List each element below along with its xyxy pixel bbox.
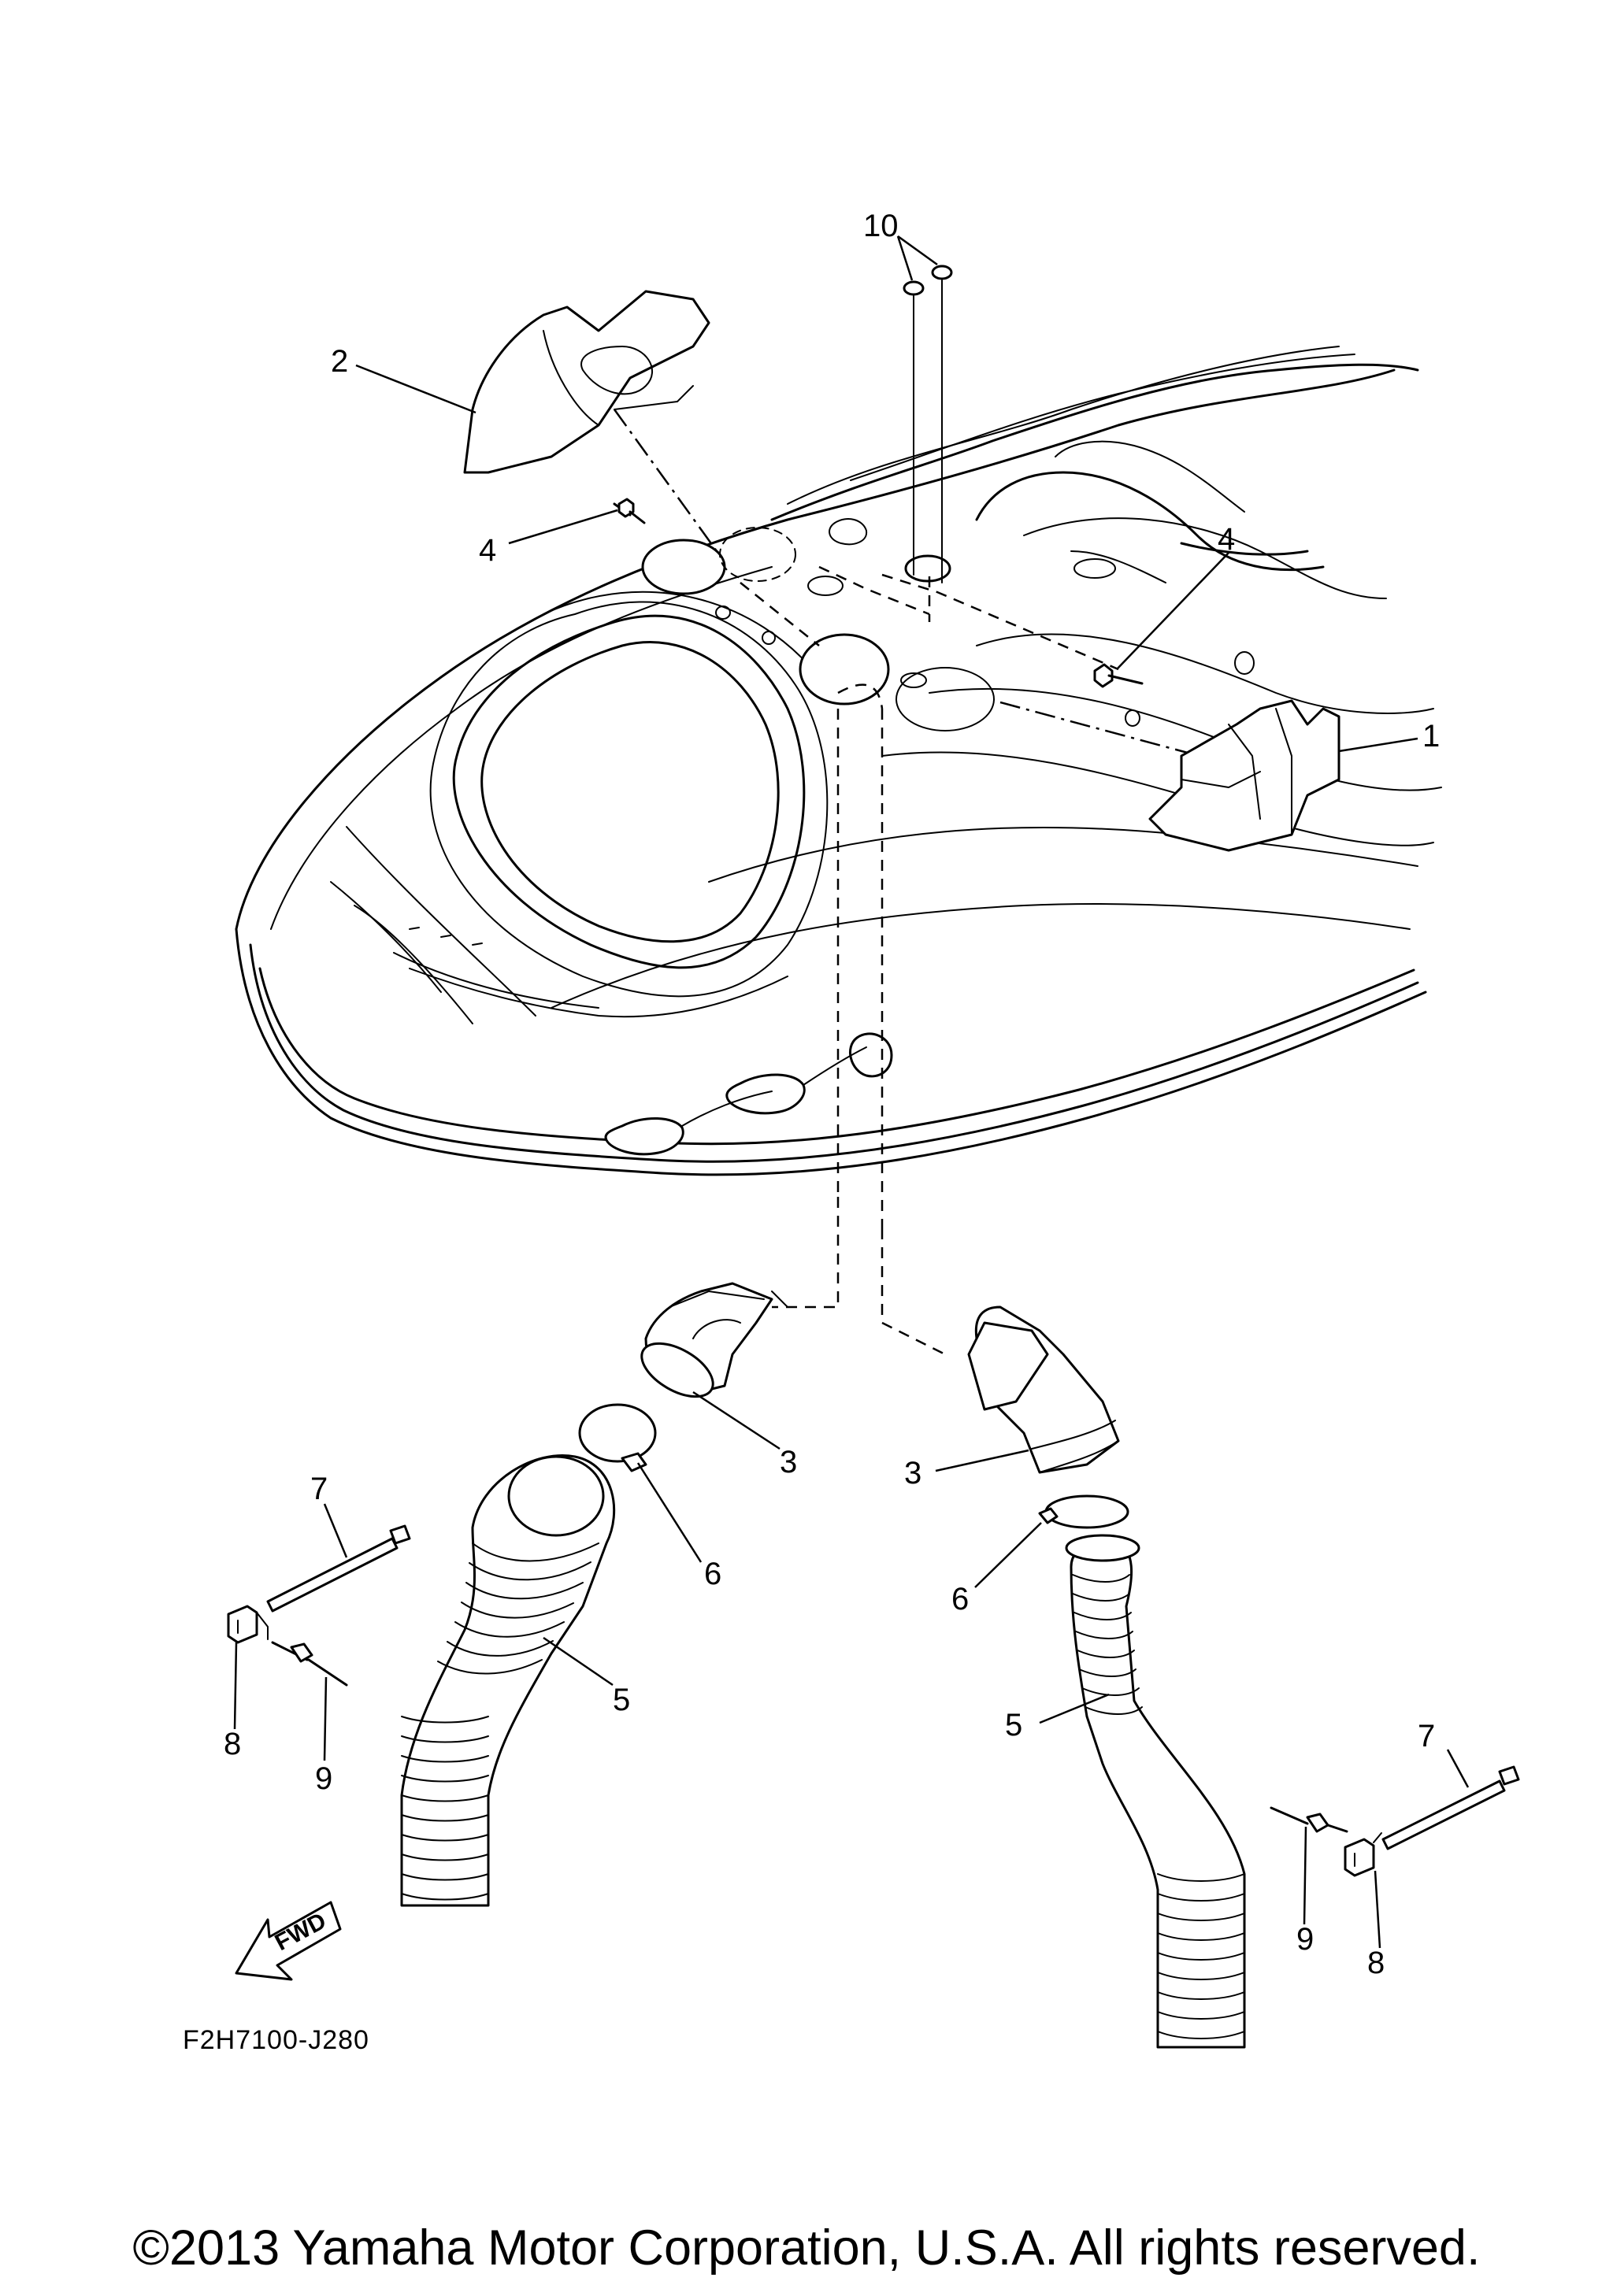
callout-6-left: 6 [704,1557,721,1591]
callout-5-left: 5 [613,1683,630,1717]
callout-9-right: 9 [1296,1922,1314,1957]
callout-4-right: 4 [1218,522,1235,557]
callout-5-right: 5 [1005,1708,1022,1742]
callout-7-left: 7 [310,1472,328,1506]
callout-8-right: 8 [1367,1946,1385,1980]
part-10-pins [903,265,953,583]
part-1-pad [1148,699,1340,852]
copyright-notice: ©2013 Yamaha Motor Corporation, U.S.A. A… [133,2220,1481,2276]
callout-6-right: 6 [951,1582,969,1616]
callout-3-left: 3 [780,1445,797,1479]
part-4-screw-right [1093,663,1144,688]
part-8-clip-left [227,1605,269,1644]
part-9-rivet-left [271,1641,348,1687]
part-5-hose-right [1065,1534,1246,2049]
diagram-code: F2H7100-J280 [183,2025,369,2055]
callout-3-right: 3 [904,1456,921,1491]
part-5-hose-left [400,1454,616,1907]
part-6-clamp-right [1038,1494,1129,1529]
part-4-screw-left [613,498,646,524]
part-3-duct-right [967,1305,1120,1474]
callout-8-left: 8 [224,1727,241,1761]
part-2-pad [463,290,710,474]
callout-2: 2 [331,344,348,379]
callout-10: 10 [863,209,899,243]
part-3-duct-left [640,1282,788,1398]
callout-labels: 10 2 4 4 1 3 6 5 7 8 9 3 6 5 7 9 8 [224,209,1440,1980]
callout-4-left: 4 [479,533,496,568]
part-6-clamp-left [578,1403,657,1472]
fwd-arrow-icon: FWD [235,1901,342,1981]
part-7-tie-left [266,1524,411,1613]
watercraft-deck [235,346,1442,1176]
part-8-clip-right [1344,1832,1382,1877]
callout-9-left: 9 [315,1761,332,1796]
callout-7-right: 7 [1418,1719,1435,1753]
part-7-tie-right [1381,1765,1520,1850]
leader-lines [233,235,1470,1949]
part-9-rivet-right [1270,1806,1348,1833]
callout-1: 1 [1422,719,1440,754]
